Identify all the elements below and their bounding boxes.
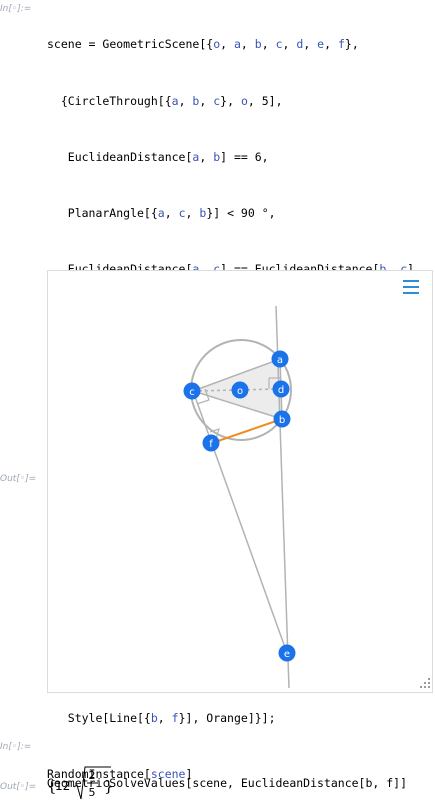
input-cell-2[interactable]: GeometricSolveValues[scene, EuclideanDis… bbox=[47, 737, 407, 812]
svg-text:c: c bbox=[189, 387, 195, 398]
svg-text:d: d bbox=[278, 385, 284, 396]
input-cell-label-1: In[◦]:= bbox=[0, 4, 32, 14]
point-e[interactable]: e bbox=[278, 644, 296, 662]
right-angle-c bbox=[196, 388, 210, 405]
svg-text:{: { bbox=[47, 777, 57, 795]
svg-text:}: } bbox=[104, 777, 114, 795]
result-denominator: 5 bbox=[89, 786, 96, 799]
svg-text:b: b bbox=[279, 415, 285, 426]
input-cell-label-2: In[◦]:= bbox=[0, 742, 32, 752]
point-o[interactable]: o bbox=[231, 381, 249, 399]
output-cell-label-2: Out[◦]= bbox=[0, 782, 37, 792]
svg-text:e: e bbox=[284, 649, 290, 660]
code-line: scene = GeometricScene[{o, a, b, c, d, e… bbox=[47, 37, 359, 52]
result-coefficient: 12 bbox=[55, 779, 70, 793]
orange-line-bf bbox=[211, 418, 283, 444]
svg-text:a: a bbox=[277, 355, 283, 366]
right-angle-f bbox=[209, 428, 220, 440]
output-cell-label-1: Out[◦]= bbox=[0, 474, 37, 484]
infinite-line-ab bbox=[275, 305, 290, 689]
code-line: GeometricSolveValues[scene, EuclideanDis… bbox=[47, 776, 408, 791]
code-line: Style[Line[{b, f}], Orange]}]; bbox=[47, 710, 276, 725]
code-line: {CircleThrough[{a, b, c}, o, 5], bbox=[47, 93, 283, 108]
geometric-scene: a d b c o f e bbox=[183, 305, 296, 689]
point-f[interactable]: f bbox=[202, 434, 220, 452]
svg-text:o: o bbox=[237, 386, 243, 397]
point-a[interactable]: a bbox=[271, 350, 289, 368]
menu-icon[interactable] bbox=[403, 280, 419, 294]
point-b[interactable]: b bbox=[273, 410, 291, 428]
svg-text:f: f bbox=[209, 439, 213, 450]
code-line: RandomInstance[scene] bbox=[47, 766, 193, 781]
resize-handle-icon[interactable] bbox=[420, 678, 430, 688]
code-line: EuclideanDistance[a, b] == 6, bbox=[47, 149, 269, 164]
line-ce bbox=[192, 390, 288, 654]
code-line: PlanarAngle[{a, c, b}] < 90 °, bbox=[47, 205, 276, 220]
point-d[interactable]: d bbox=[272, 380, 290, 398]
point-c[interactable]: c bbox=[183, 382, 201, 400]
result-numerator: 2 bbox=[89, 769, 96, 782]
output-result: { 12 2 5 } bbox=[47, 766, 114, 800]
